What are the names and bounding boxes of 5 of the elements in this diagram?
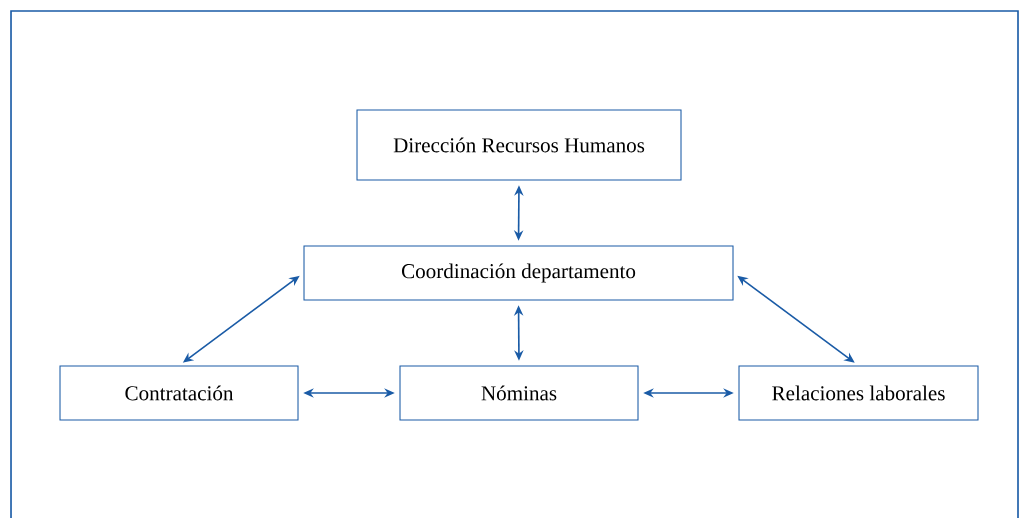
org-box: Dirección Recursos Humanos bbox=[356, 109, 682, 181]
org-box: Relaciones laborales bbox=[738, 365, 979, 421]
org-box: Nóminas bbox=[399, 365, 639, 421]
org-box: Coordinación departamento bbox=[303, 245, 734, 301]
org-box: Contratación bbox=[59, 365, 299, 421]
